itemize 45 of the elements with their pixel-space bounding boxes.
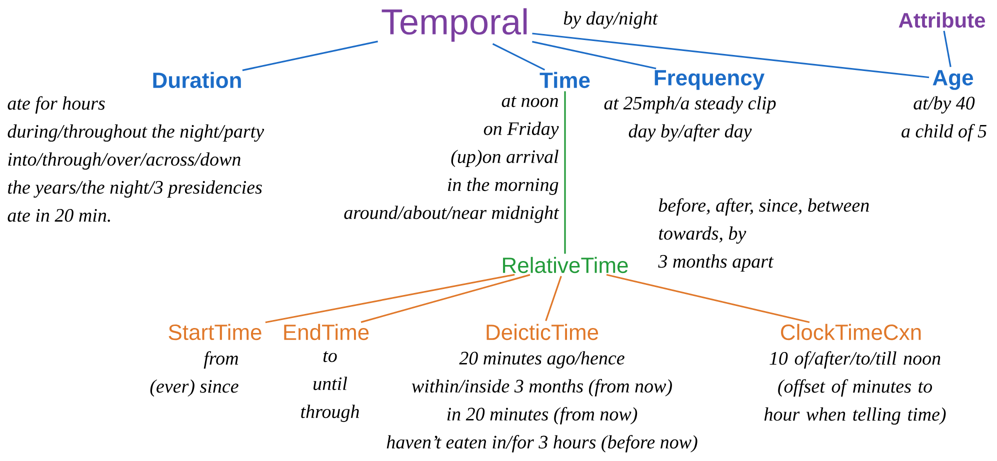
connector-line [532,40,656,70]
connector-line [532,32,930,78]
example-list: 10 of/after/to/till noon (offset of minutes to hour when telling time) [764,351,946,425]
category-heading: StartTime [168,324,262,340]
category-heading: Duration [153,72,241,88]
category-heading: ClockTimeCxn [781,324,921,340]
connector-line [943,30,952,68]
category-heading: Frequency [654,70,765,90]
connector-line [606,274,810,324]
category-heading: Time [540,72,590,88]
connector-line [492,43,546,71]
example-list: at/by 40 a child of 5 [902,96,986,142]
node-label: around/about/near midnight [344,206,560,223]
node-label: at noon [502,96,558,108]
example-list: before, after, since, between towards, by 3 months apart [658,198,869,272]
connector-line [242,40,378,72]
example-list: from (ever) since [150,351,238,397]
category-heading: Attribute [898,12,986,28]
node-label: ate for hours [8,96,105,114]
connector-line [360,274,530,323]
category-heading: Age [932,70,974,90]
node-label: during/throughout the night/party [8,124,264,142]
node-label: within/inside 3 months (from now) [412,379,672,396]
connector-line [265,274,515,324]
example-list: ate for hours during/throughout the night/party into/through/over/across/down the years/the night/3 presidencies ate in 20 min. [8,96,264,222]
note-text: by day/night [564,11,658,29]
category-heading: RelativeTime [503,256,628,274]
node-label: in the morning [448,178,558,195]
node-label: haven’t eaten in/for 3 hours (before now) [386,435,698,452]
root-heading: Temporal [382,8,527,42]
category-heading: DeicticTime [486,324,598,340]
node-label: the years/the night/3 presidencies [8,180,262,198]
connector-line [564,91,566,254]
node-label: in 20 minutes (from now) [447,407,638,424]
node-label: on Friday [484,122,559,139]
example-list: 20 minutes ago/hence within/inside 3 months (from now) in 20 minutes (from now) haven’t eaten in/for 3 hours (before now) [386,351,698,452]
node-label: into/through/over/across/down [8,152,240,170]
category-heading: EndTime [284,324,369,340]
example-list: to until through [301,351,359,422]
node-label: ate in 20 min. [8,208,110,222]
connector-line [545,276,562,322]
node-label: (up)on arrival [451,150,558,167]
node-label: 20 minutes ago/hence [459,351,624,368]
example-list: at 25mph/a steady clip day by/after day [604,96,776,142]
example-list: at noon on Friday (up)on arrival in the morning around/about/near midnight [344,96,560,223]
